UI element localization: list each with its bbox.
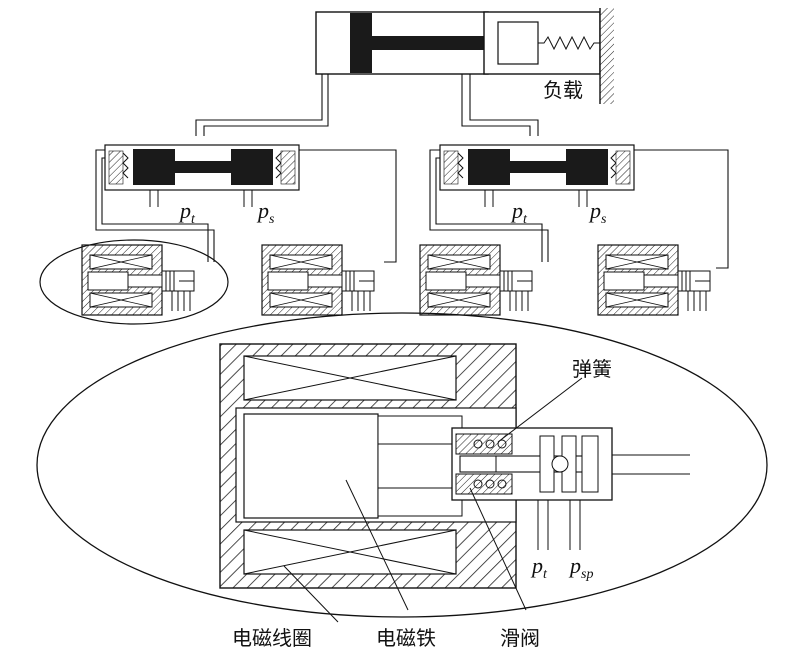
- load-mass: [483, 8, 614, 104]
- detail-highlight-ellipse: [39, 239, 229, 325]
- svg-text:ps: ps: [588, 198, 607, 227]
- spool-valve-right: [439, 144, 635, 208]
- leader-lines: [283, 377, 583, 623]
- svg-text:ps: ps: [256, 198, 275, 227]
- load-spring: [538, 35, 600, 51]
- svg-text:pt: pt: [530, 553, 548, 582]
- svg-text:psp: psp: [568, 553, 593, 582]
- enlarged-solenoid: [219, 343, 517, 589]
- solenoid-unit-1: [81, 244, 195, 316]
- actuator-cylinder: [315, 11, 498, 75]
- spool-valve-left: [104, 144, 300, 208]
- coil-label: 电磁线圈: [232, 626, 312, 650]
- solenoid-unit-4: [597, 244, 711, 316]
- pressure-labels-upper: pt ps pt ps: [178, 198, 607, 227]
- svg-text:pt: pt: [178, 198, 196, 227]
- load-label: 负载: [543, 78, 583, 102]
- pressure-labels-detail: pt psp: [530, 553, 593, 582]
- detail-ellipse: [36, 312, 768, 618]
- solenoid-unit-3: [419, 244, 533, 316]
- armature-label: 电磁铁: [376, 626, 436, 650]
- armature: [243, 413, 379, 519]
- spool-valve-label: 滑阀: [500, 626, 540, 650]
- spring-label: 弹簧: [572, 357, 612, 381]
- enlarged-spool-valve: [451, 427, 690, 550]
- svg-text:pt: pt: [510, 198, 528, 227]
- solenoid-unit-2: [261, 244, 375, 316]
